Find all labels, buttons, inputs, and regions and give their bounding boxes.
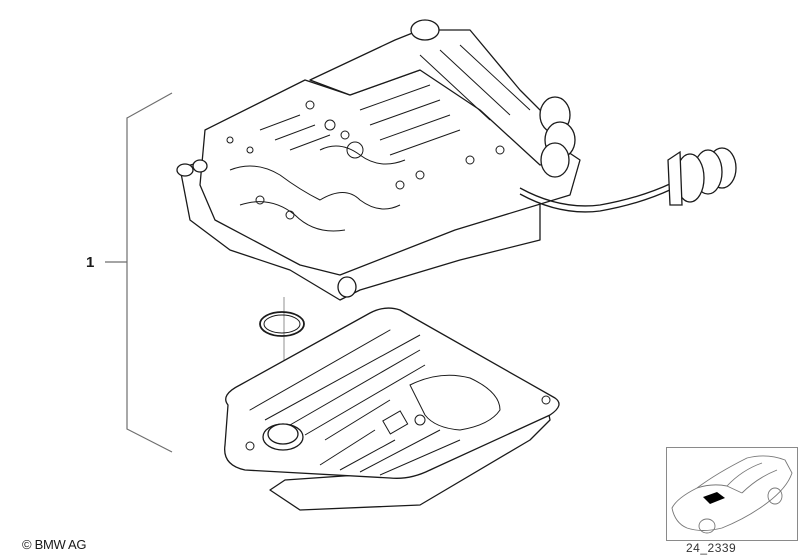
diagram-id: 24_2339: [686, 541, 737, 555]
car-outline-icon: [671, 455, 793, 534]
o-ring: [259, 311, 305, 337]
callout-bracket: [105, 92, 173, 453]
oil-filter-ribs: [245, 329, 551, 476]
oil-filter: [224, 307, 560, 511]
harness-connector: [667, 147, 737, 206]
copyright-notice: © BMW AG: [22, 537, 87, 552]
valve-body-detail: [226, 44, 531, 232]
filter-inlet: [262, 423, 304, 451]
location-highlight: [703, 492, 725, 504]
wiring-harness: [519, 182, 673, 213]
vehicle-location-thumbnail[interactable]: [666, 447, 798, 541]
callout-number[interactable]: 1: [86, 254, 95, 271]
valve-body: [176, 19, 581, 301]
